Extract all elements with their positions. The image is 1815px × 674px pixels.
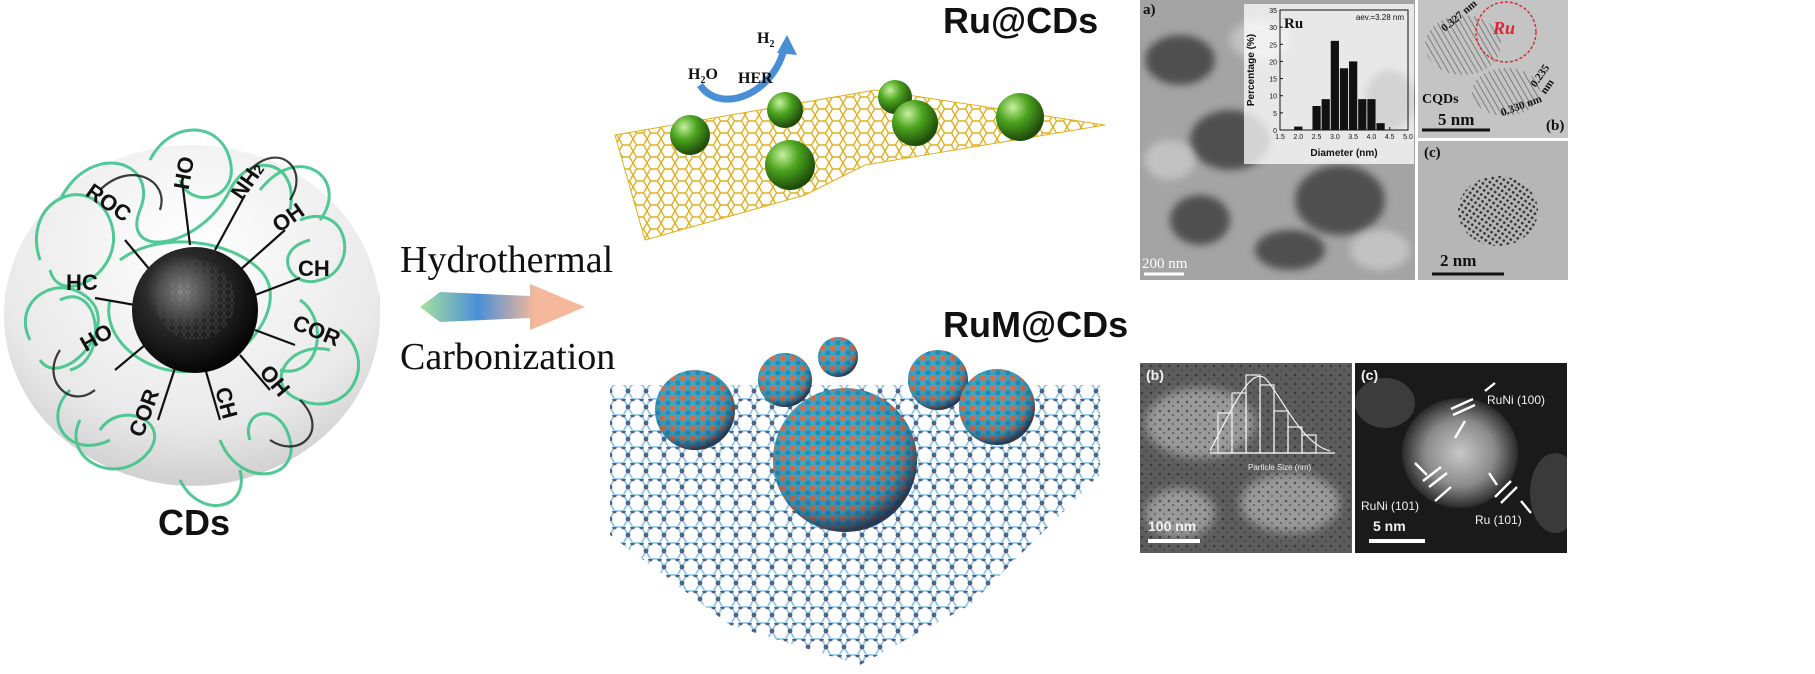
tem-a-label: a) bbox=[1143, 2, 1156, 18]
x-tick-label: 3.0 bbox=[1330, 134, 1340, 141]
y-tick-label: 5 bbox=[1273, 111, 1277, 118]
tem-b-scale: 5 nm bbox=[1438, 110, 1475, 129]
tem-bottom-c-p3: Ru (101) bbox=[1475, 513, 1522, 527]
y-tick-label: 10 bbox=[1269, 94, 1277, 101]
group-hc-left: HC bbox=[66, 270, 98, 295]
x-tick-label: 4.5 bbox=[1385, 134, 1395, 141]
tem-b-cqds: CQDs bbox=[1422, 92, 1459, 107]
histogram-average-label: aev.=3.28 nm bbox=[1356, 13, 1404, 22]
histogram-element-label: Ru bbox=[1284, 16, 1303, 32]
histogram-ylabel: Percentage (%) bbox=[1246, 34, 1257, 106]
h2-label: H2 bbox=[757, 30, 775, 51]
process-arrow bbox=[420, 282, 590, 332]
histogram-bar bbox=[1321, 99, 1330, 130]
histogram-bar bbox=[1376, 123, 1385, 130]
tem-c-label: (c) bbox=[1424, 145, 1441, 161]
histogram-bar bbox=[1330, 40, 1339, 130]
histogram-bar bbox=[1358, 99, 1367, 130]
x-tick-label: 2.5 bbox=[1312, 134, 1322, 141]
x-tick-label: 3.5 bbox=[1348, 134, 1358, 141]
histogram-bar bbox=[1349, 61, 1358, 130]
group-ch-right: CH bbox=[298, 256, 330, 281]
y-tick-label: 30 bbox=[1269, 25, 1277, 32]
rum-cds-title: RuM@CDs bbox=[943, 304, 1129, 345]
tem-image-bottom-c bbox=[1355, 363, 1567, 553]
size-histogram-svg: 0 5 10 15 20 25 30 35 1.5 2.0 2.5 3.0 3.5 4.0 4.5 5.0Di… bbox=[1246, 8, 1413, 159]
h2o-label: H2O bbox=[688, 66, 718, 87]
tem-b-label: (b) bbox=[1546, 118, 1565, 134]
tem-image-b bbox=[1418, 0, 1568, 138]
tem-bottom-b-scale: 100 nm bbox=[1148, 518, 1197, 534]
tem-a-scale: 200 nm bbox=[1142, 256, 1188, 272]
arrow-icon bbox=[420, 284, 585, 330]
her-label: HER bbox=[738, 70, 773, 87]
cds-label: CDs bbox=[158, 502, 231, 543]
tem-c-scale: 2 nm bbox=[1440, 251, 1477, 270]
tem-bottom-c-scale: 5 nm bbox=[1373, 518, 1406, 534]
ru-cds-title: Ru@CDs bbox=[943, 0, 1099, 41]
y-tick-label: 0 bbox=[1273, 128, 1277, 135]
y-tick-label: 15 bbox=[1269, 77, 1277, 84]
carbon-dot-diagram bbox=[4, 128, 380, 507]
tem-bottom-b-hist-xlabel: Particle Size (nm) bbox=[1248, 463, 1312, 472]
tem-bottom-b-label: (b) bbox=[1146, 367, 1164, 383]
histogram-xlabel: Diameter (nm) bbox=[1310, 148, 1377, 159]
tem-bottom-c-label: (c) bbox=[1361, 367, 1379, 383]
tem-panel-c: (c) 2 nm bbox=[1418, 141, 1568, 280]
arrow-top-label: Hydrothermal bbox=[400, 239, 614, 281]
cds-illustration bbox=[0, 100, 385, 560]
x-tick-label: 2.0 bbox=[1293, 134, 1303, 141]
tem-panel-b: Ru 0.327 nm 0.235 nm 0.330 nm CQDs 5 nm … bbox=[1418, 0, 1568, 138]
tem-b-ru: Ru bbox=[1493, 18, 1516, 38]
y-tick-label: 35 bbox=[1269, 8, 1277, 15]
tem-bottom-panel-c: (c) RuNi (100) RuNi (101) Ru (101) 5 nm bbox=[1355, 363, 1567, 553]
tem-bottom-c-p1: RuNi (100) bbox=[1487, 393, 1546, 407]
histogram-bar bbox=[1367, 99, 1376, 130]
tem-bottom-c-p2: RuNi (101) bbox=[1361, 499, 1420, 513]
histogram-bar bbox=[1339, 68, 1349, 130]
ru-cds-illustration bbox=[605, 25, 1115, 255]
y-tick-label: 25 bbox=[1269, 42, 1277, 49]
rum-cds-illustration bbox=[610, 335, 1100, 665]
arrow-bottom-label: Carbonization bbox=[400, 336, 616, 378]
graphene-sheet-rum bbox=[610, 337, 1100, 665]
graphene-sheet-ru bbox=[614, 35, 1106, 241]
x-tick-label: 1.5 bbox=[1275, 134, 1285, 141]
tem-image-c bbox=[1418, 141, 1568, 280]
tem-image-bottom-b bbox=[1140, 363, 1352, 553]
histogram-bar bbox=[1312, 106, 1321, 130]
y-tick-label: 20 bbox=[1269, 59, 1277, 66]
x-tick-label: 5.0 bbox=[1403, 134, 1413, 141]
tem-bottom-panel-b: (b) Particle Size (nm) 100 nm bbox=[1140, 363, 1352, 553]
x-tick-label: 4.0 bbox=[1367, 134, 1377, 141]
